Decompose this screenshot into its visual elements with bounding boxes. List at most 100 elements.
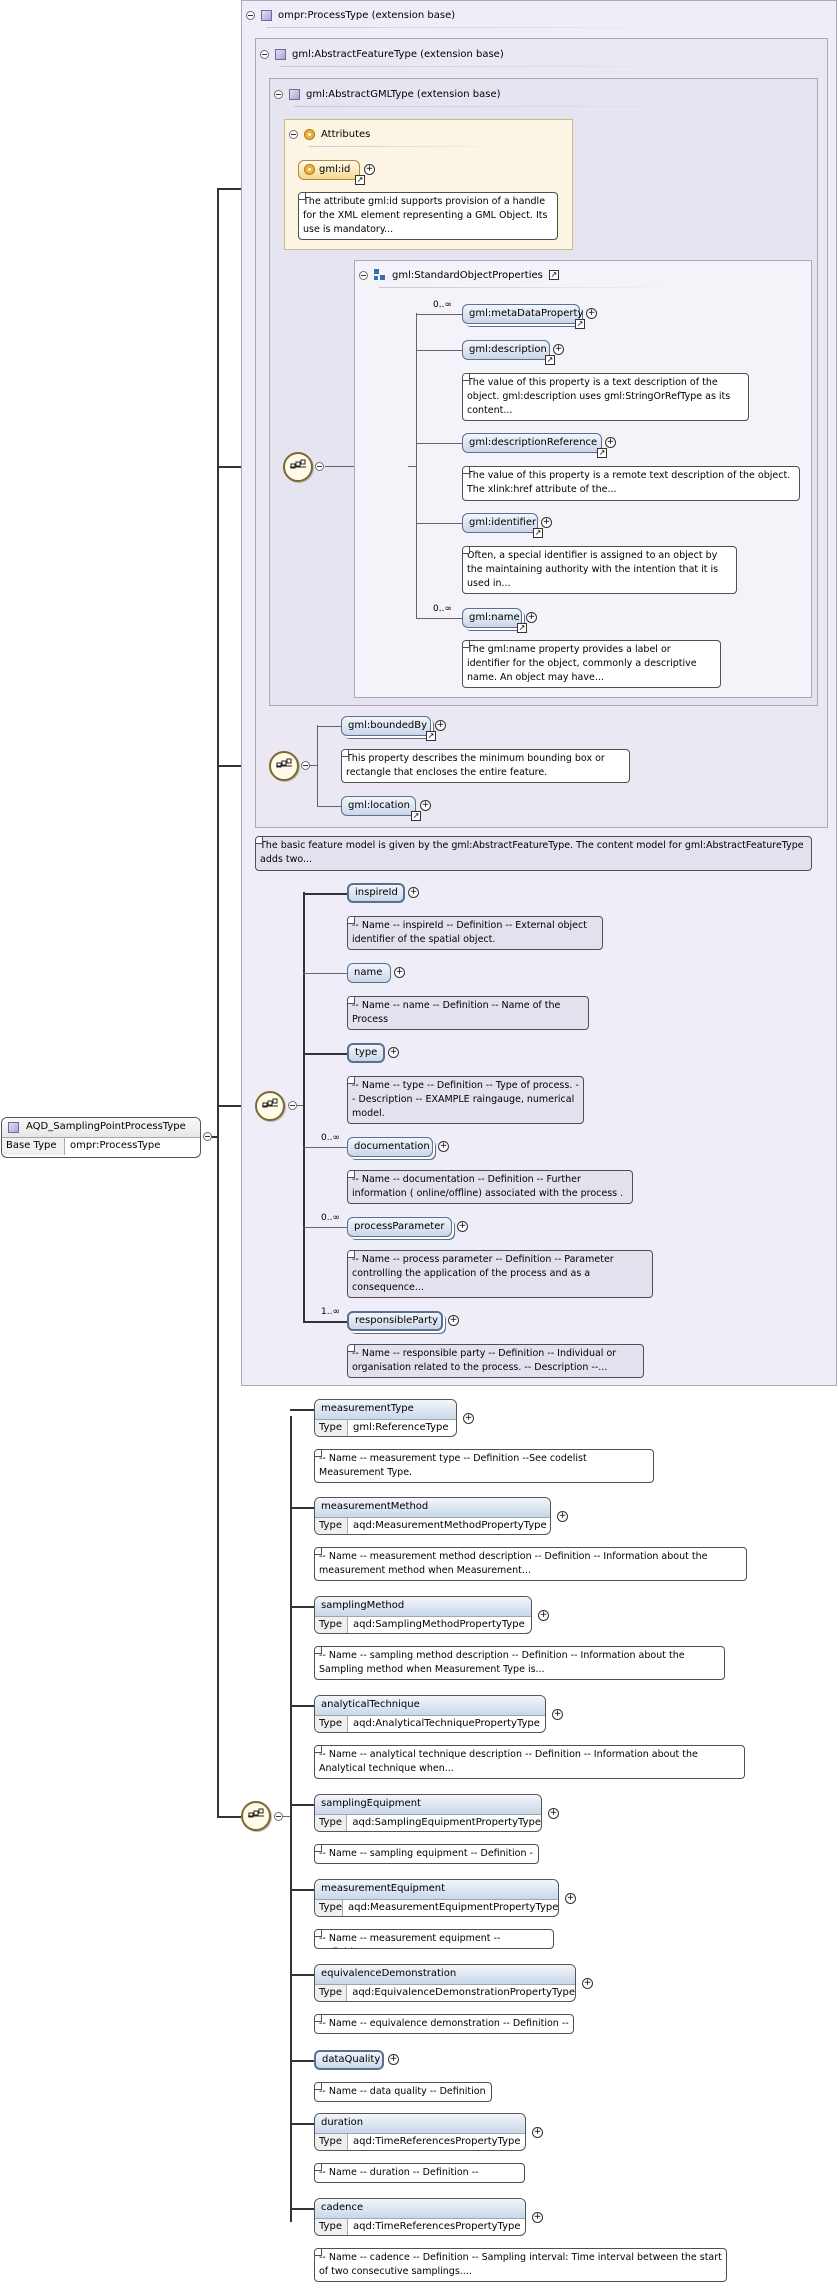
feature-location[interactable]: gml:location↗: [341, 796, 421, 821]
expand-plus-icon[interactable]: +: [532, 2127, 543, 2138]
type-key: Type: [315, 2219, 348, 2235]
expand-plus-icon[interactable]: +: [538, 1610, 549, 1621]
aqd-element-name: samplingEquipment: [315, 1795, 541, 1815]
std-prop-metadata[interactable]: gml:metaDataProperty↗: [462, 304, 585, 329]
link-icon[interactable]: ↗: [355, 175, 365, 185]
expander-icon[interactable]: [359, 270, 368, 280]
expander-icon[interactable]: [289, 129, 298, 139]
root-stub: [208, 1136, 218, 1138]
type-key: Type: [315, 1420, 348, 1436]
std-prop-name[interactable]: gml:name↗: [462, 608, 527, 633]
feature-bounded-by[interactable]: gml:boundedBy↗: [341, 716, 436, 741]
expander-icon[interactable]: [288, 1101, 297, 1110]
expand-plus-icon[interactable]: +: [552, 1709, 563, 1720]
aqd-connector: [290, 1416, 292, 2222]
expand-plus-icon[interactable]: +: [364, 164, 375, 175]
process-documentation[interactable]: documentation: [347, 1137, 433, 1157]
expand-plus-icon[interactable]: +: [605, 437, 616, 448]
expand-plus-icon[interactable]: +: [388, 1047, 399, 1058]
expander-icon[interactable]: [301, 761, 310, 770]
expand-plus-icon[interactable]: +: [463, 1413, 474, 1424]
link-icon[interactable]: ↗: [426, 731, 436, 741]
aqd-connector-branch: [290, 2123, 314, 2125]
aqd-connector-branch: [290, 1606, 314, 1608]
process-responsible-party[interactable]: responsibleParty: [347, 1311, 443, 1331]
expand-plus-icon[interactable]: +: [448, 1315, 459, 1326]
expand-plus-icon[interactable]: +: [438, 1141, 449, 1152]
expander-icon[interactable]: [203, 1132, 212, 1141]
link-icon[interactable]: ↗: [411, 811, 421, 821]
sequence-compositor-icon[interactable]: [269, 751, 299, 781]
expand-plus-icon[interactable]: +: [586, 308, 597, 319]
type-key: Type: [315, 1900, 343, 1916]
expand-plus-icon[interactable]: +: [420, 800, 431, 811]
process-name[interactable]: name: [347, 963, 391, 983]
occurrence: 1..∞: [321, 1307, 340, 1317]
feature-type-icon: [261, 9, 272, 21]
expander-icon[interactable]: [274, 1812, 283, 1821]
expand-plus-icon[interactable]: +: [394, 967, 405, 978]
type-key: Type: [315, 2134, 348, 2150]
expand-plus-icon[interactable]: +: [435, 720, 446, 731]
expander-icon[interactable]: [315, 462, 324, 471]
process-documentation-doc: -- Name -- documentation -- Definition -…: [347, 1170, 633, 1204]
expand-plus-icon[interactable]: +: [541, 517, 552, 528]
expand-plus-icon[interactable]: +: [457, 1221, 468, 1232]
std-prop-description[interactable]: gml:description↗: [462, 340, 555, 365]
process-inspire-id[interactable]: inspireId: [347, 883, 405, 903]
expand-plus-icon[interactable]: +: [557, 1511, 568, 1522]
aqd-element-doc: -- Name -- data quality -- Definition --: [314, 2082, 492, 2102]
expand-plus-icon[interactable]: +: [548, 1808, 559, 1819]
base-type-value: ompr:ProcessType: [70, 1140, 161, 1151]
process-type[interactable]: type: [347, 1043, 385, 1063]
type-value: gml:ReferenceType: [353, 1422, 449, 1433]
link-icon[interactable]: ↗: [533, 528, 543, 538]
attribute-icon: [304, 128, 315, 140]
abstract-feature-label: gml:AbstractFeatureType (extension base): [292, 48, 504, 60]
expander-icon[interactable]: [260, 49, 269, 59]
gml-id-attribute[interactable]: gml:id ↗: [298, 160, 365, 185]
type-value: aqd:MeasurementEquipmentPropertyType: [347, 1902, 559, 1913]
expand-plus-icon[interactable]: +: [532, 2212, 543, 2223]
aqd-connector-branch: [290, 1804, 314, 1806]
aqd-element-name: equivalenceDemonstration: [315, 1965, 575, 1985]
expand-plus-icon[interactable]: +: [388, 2054, 399, 2065]
link-icon[interactable]: ↗: [545, 355, 555, 365]
link-icon[interactable]: ↗: [517, 623, 527, 633]
link-icon[interactable]: ↗: [548, 270, 559, 280]
expand-plus-icon[interactable]: +: [582, 1978, 593, 1989]
process-parameter[interactable]: processParameter: [347, 1217, 452, 1237]
sequence-compositor-icon[interactable]: [241, 1801, 271, 1831]
process-type-label: ompr:ProcessType (extension base): [278, 9, 456, 21]
expand-plus-icon[interactable]: +: [526, 612, 537, 623]
std-prop-description-doc: The value of this property is a text des…: [462, 373, 749, 421]
feature-doc: The basic feature model is given by the …: [255, 836, 812, 871]
link-icon[interactable]: ↗: [575, 319, 585, 329]
link-icon[interactable]: ↗: [597, 448, 607, 458]
expander-icon[interactable]: [246, 10, 255, 20]
aqd-connector-branch: [290, 2208, 314, 2210]
aqd-element-name: samplingMethod: [315, 1597, 531, 1617]
std-prop-name-doc: The gml:name property provides a label o…: [462, 640, 721, 688]
std-prop-identifier[interactable]: gml:identifier↗: [462, 513, 543, 538]
std-prop-description-reference[interactable]: gml:descriptionReference↗: [462, 433, 607, 458]
expand-plus-icon[interactable]: +: [408, 887, 419, 898]
expand-plus-icon[interactable]: +: [565, 1893, 576, 1904]
expander-icon[interactable]: [274, 89, 283, 99]
expand-plus-icon[interactable]: +: [553, 344, 564, 355]
occurrence: 0..∞: [433, 300, 452, 310]
aqd-element-dataQuality[interactable]: dataQuality: [314, 2050, 384, 2070]
abstract-gml-label: gml:AbstractGMLType (extension base): [306, 88, 501, 100]
sequence-compositor-icon[interactable]: [255, 1091, 285, 1121]
sequence-compositor-icon[interactable]: [283, 452, 313, 482]
